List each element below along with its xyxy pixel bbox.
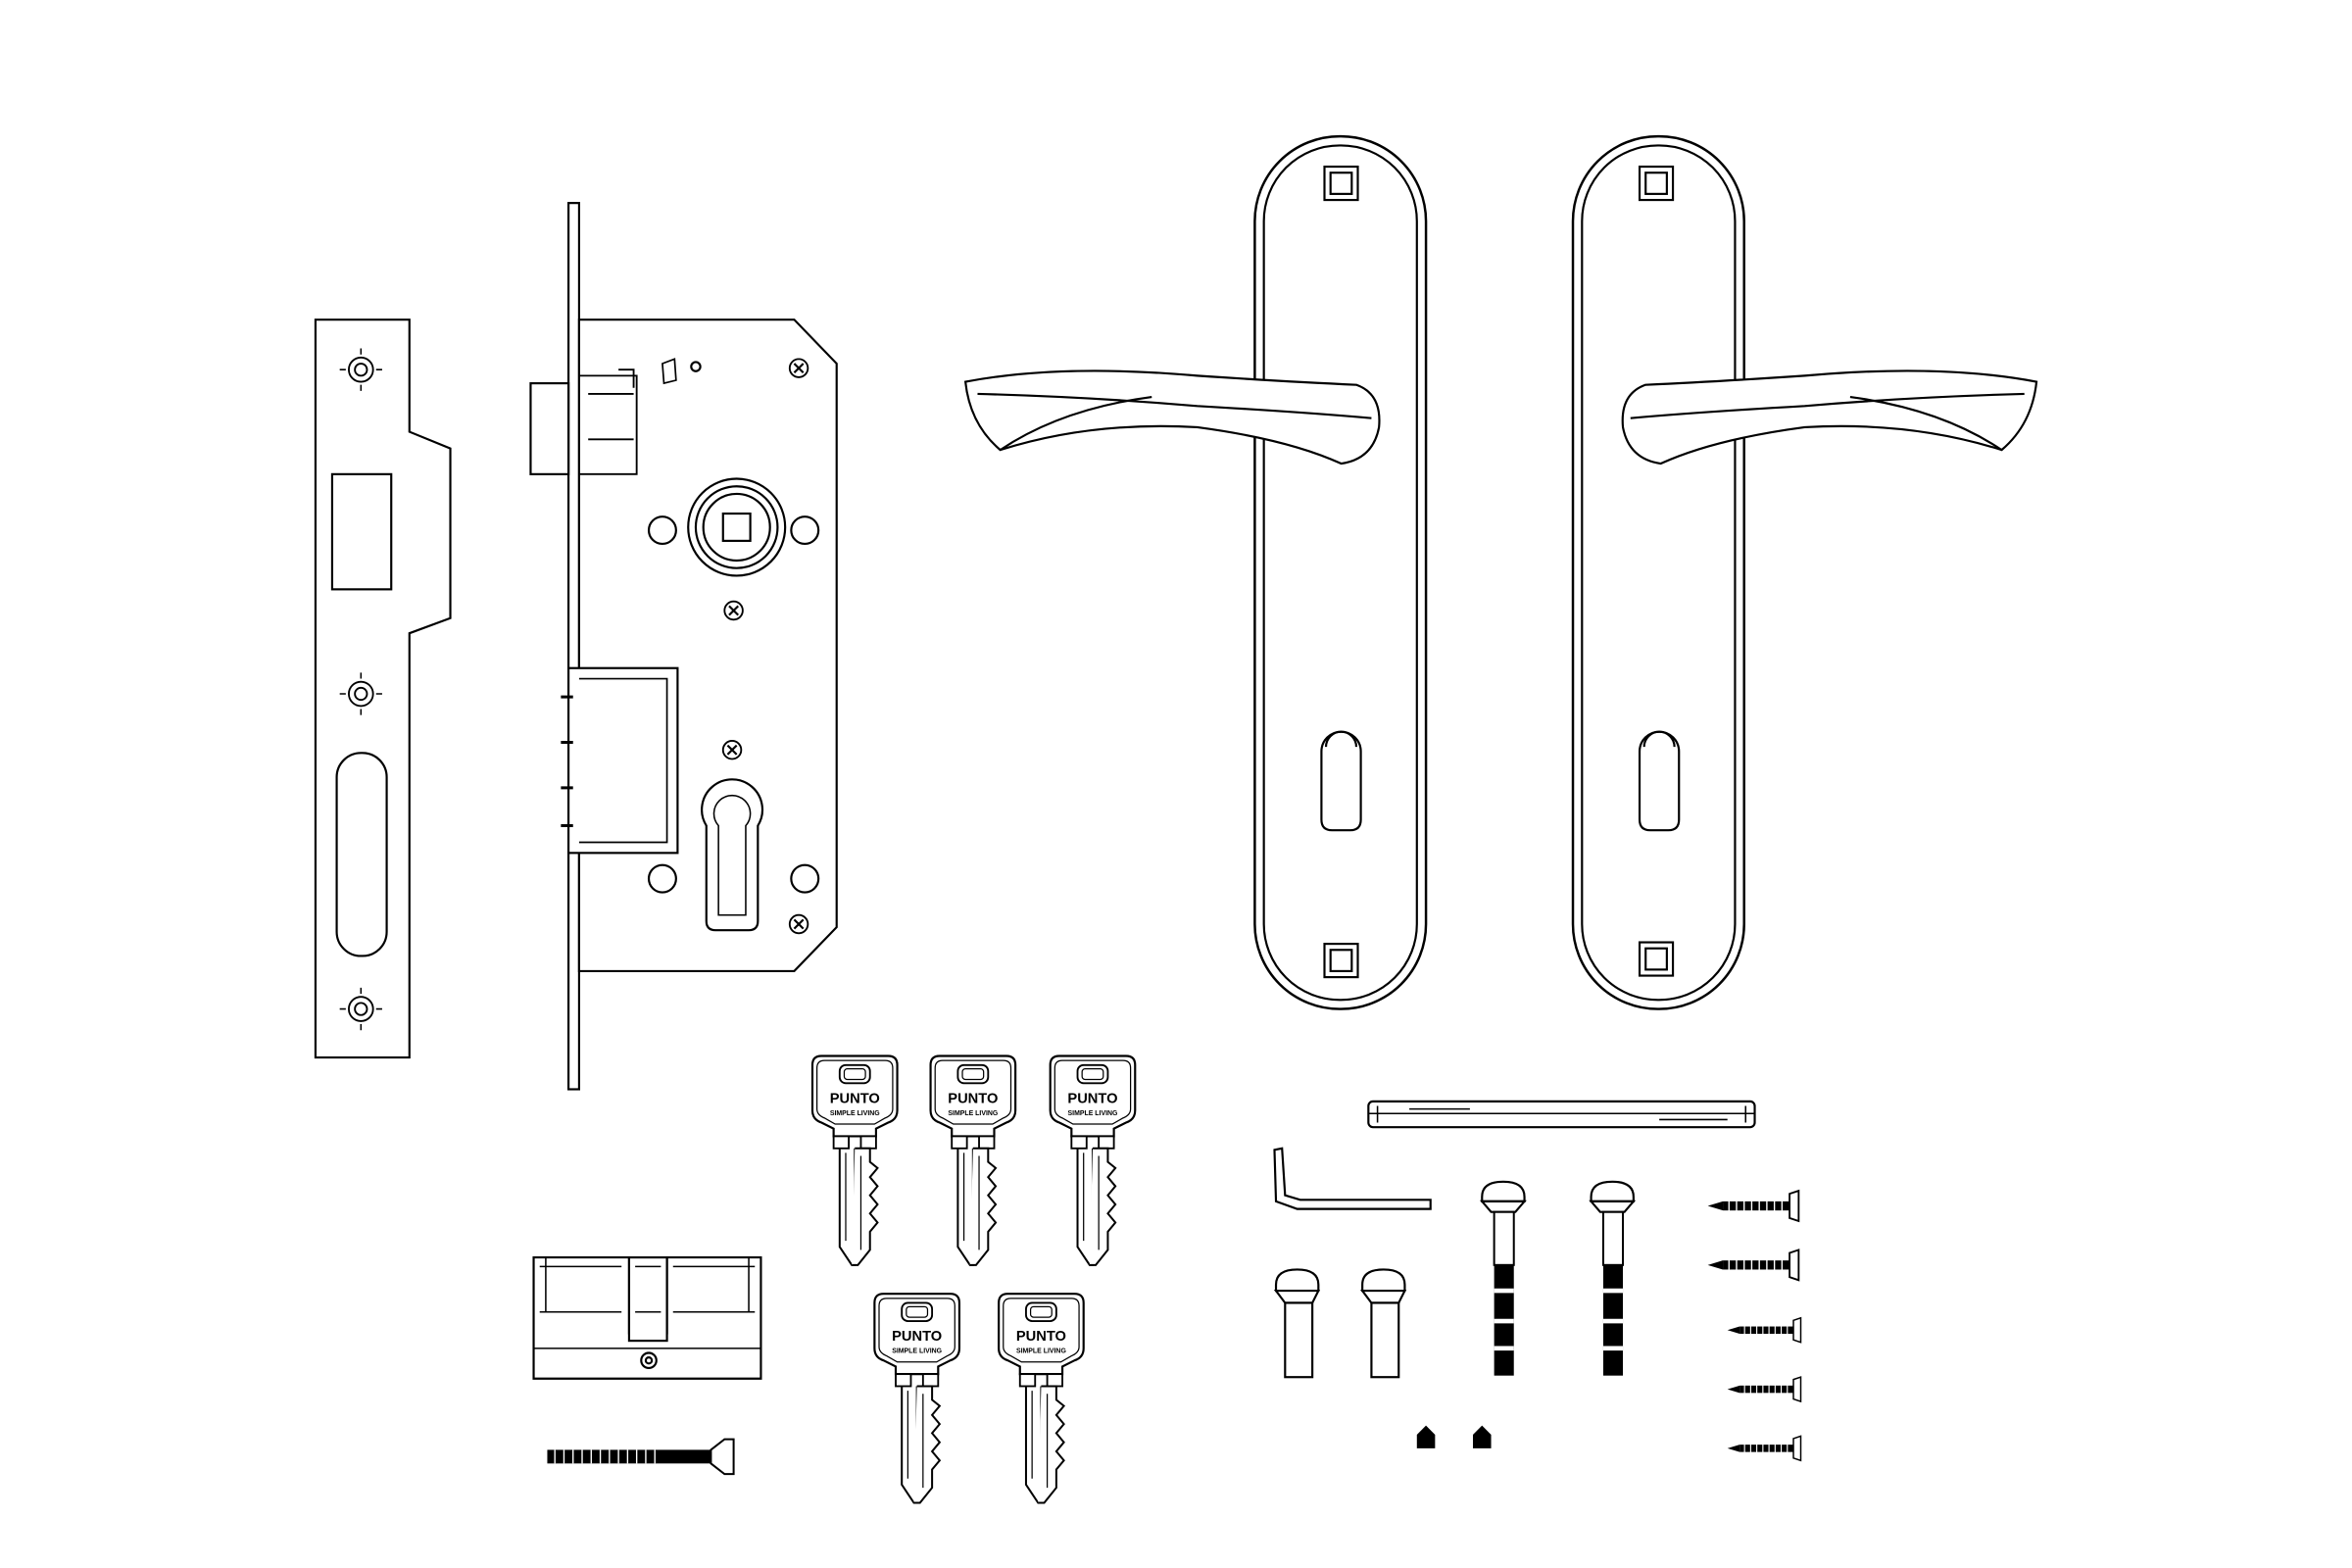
wood-screw (1726, 1376, 1802, 1402)
key: PUNTO SIMPLE LIVING (929, 1054, 1017, 1266)
key-brand-label: PUNTO (892, 1329, 942, 1345)
key: PUNTO SIMPLE LIVING (873, 1293, 961, 1504)
screw-icon (788, 913, 809, 935)
key-brand-label: PUNTO (1016, 1329, 1066, 1345)
grub-screw (1416, 1425, 1436, 1448)
key-tagline-label: SIMPLE LIVING (830, 1110, 880, 1117)
wood-screw (1706, 1190, 1800, 1222)
screw-icon (723, 600, 744, 621)
screw-icon (721, 739, 743, 760)
key: PUNTO SIMPLE LIVING (1049, 1054, 1137, 1266)
key-tagline-label: SIMPLE LIVING (1068, 1110, 1118, 1117)
wood-screw (1726, 1435, 1802, 1462)
wood-screw (1726, 1316, 1802, 1344)
key: PUNTO SIMPLE LIVING (810, 1054, 899, 1266)
wood-screw (1706, 1249, 1800, 1282)
key-tagline-label: SIMPLE LIVING (948, 1110, 998, 1117)
cylinder-screw (547, 1438, 735, 1476)
connector-bolt (1589, 1180, 1637, 1376)
screw-icon (788, 358, 809, 379)
key-tagline-label: SIMPLE LIVING (1016, 1348, 1066, 1354)
grub-screw (1472, 1425, 1492, 1448)
allen-key (1273, 1147, 1432, 1210)
mortise-lock-body (529, 202, 838, 1091)
strike-plate (314, 318, 452, 1059)
key-brand-label: PUNTO (1067, 1091, 1117, 1106)
connector-sleeve (1359, 1268, 1407, 1379)
connector-bolt (1479, 1180, 1527, 1376)
handle-plate-left (963, 134, 1428, 1010)
connector-sleeve (1273, 1268, 1321, 1379)
key-brand-label: PUNTO (948, 1091, 998, 1106)
spindle-bar (1367, 1100, 1756, 1129)
key: PUNTO SIMPLE LIVING (998, 1293, 1085, 1504)
key-tagline-label: SIMPLE LIVING (892, 1348, 942, 1354)
key-brand-label: PUNTO (830, 1091, 880, 1106)
euro-cylinder (532, 1256, 762, 1380)
handle-plate-right (1571, 134, 2038, 1010)
